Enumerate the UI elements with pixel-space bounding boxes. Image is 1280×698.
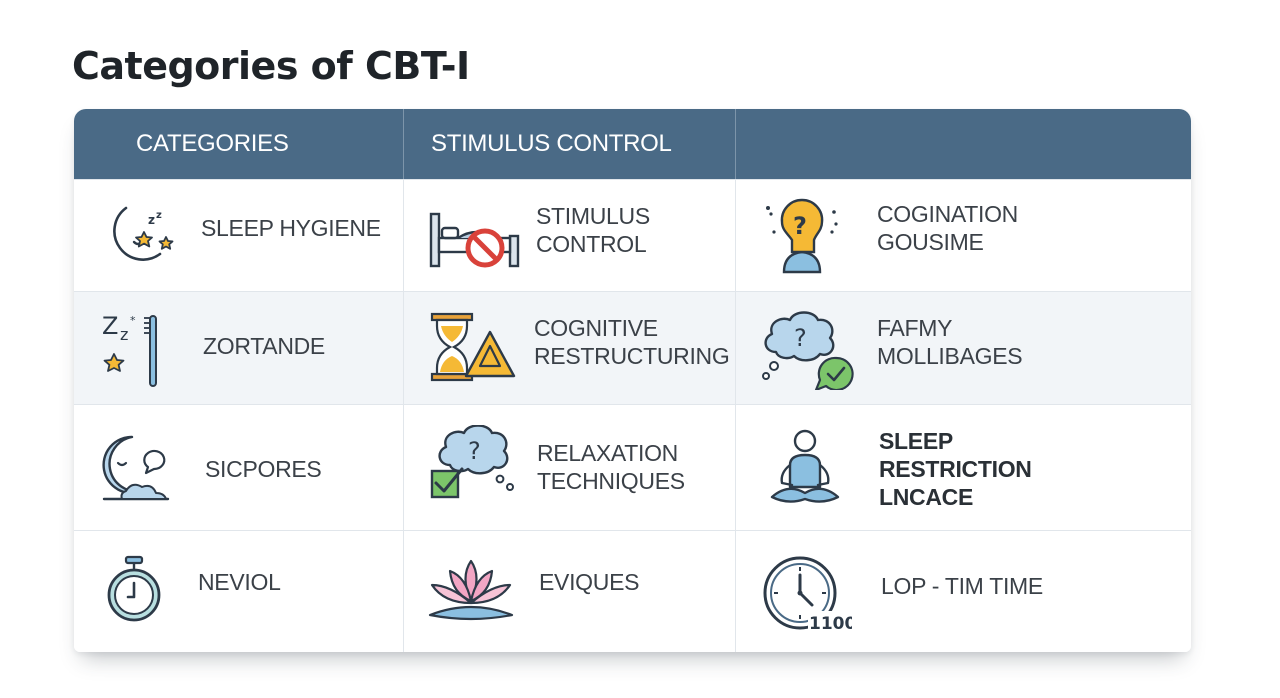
clock-time-icon: 1100 [762, 555, 852, 637]
table-row: z z SLEEP HYGIENE [74, 179, 1191, 291]
category-label: ZORTANDE [203, 333, 325, 359]
head-question-icon: ? [762, 196, 842, 274]
svg-text:z: z [156, 210, 162, 221]
category-label: COGINATION GOUSIME [877, 201, 1018, 255]
category-label: STIMULUS CONTROL [536, 203, 650, 257]
category-label: LOP - TIM TIME [881, 573, 1043, 599]
category-label: NEVIOL [198, 569, 281, 595]
table-cell: STIMULUS CONTROL [404, 180, 736, 291]
table-row: Z z * ZORTANDE [74, 291, 1191, 404]
table-cell: SLEEP RESTRICTION LNCACE [736, 405, 1191, 530]
category-label: EVIQUES [539, 569, 640, 595]
meditation-person-icon [768, 429, 842, 507]
hourglass-warning-icon [428, 310, 518, 384]
bed-no-icon [428, 208, 522, 274]
cbt-categories-table: CATEGORIES STIMULUS CONTROL z z [74, 109, 1191, 652]
table-cell: 1100 LOP - TIM TIME [736, 531, 1191, 652]
table-cell: ? RELAXATION TECHNIQUES [404, 405, 736, 530]
table-cell: ? FAFMY MOLLIBAGES [736, 292, 1191, 404]
thought-question-check-icon: ? [430, 425, 524, 505]
header-cell-empty [736, 109, 1191, 179]
svg-text:?: ? [793, 212, 807, 240]
table-cell: NEVIOL [74, 531, 404, 652]
table-cell: COGNITIVE RESTRUCTURING [404, 292, 736, 404]
page-title: Categories of CBT-I [72, 44, 470, 88]
svg-text:?: ? [468, 437, 481, 465]
svg-text:z: z [120, 325, 128, 344]
table-header-row: CATEGORIES STIMULUS CONTROL [74, 109, 1191, 179]
category-label: SLEEP RESTRICTION LNCACE [879, 428, 1032, 510]
category-label: SICPORES [205, 456, 322, 482]
svg-text:*: * [130, 314, 136, 327]
moon-stars-sleep-icon: z z [102, 202, 178, 270]
category-label: RELAXATION TECHNIQUES [537, 440, 685, 494]
table-cell: z z SLEEP HYGIENE [74, 180, 404, 291]
table-row: NEVIOL EVIQUES [74, 530, 1191, 652]
clock-icon-text: 1100 [809, 614, 852, 634]
header-label: STIMULUS CONTROL [431, 130, 672, 157]
zzz-toothbrush-icon: Z z * [100, 308, 166, 388]
table-cell: SICPORES [74, 405, 404, 530]
header-label: CATEGORIES [136, 130, 289, 157]
svg-text:Z: Z [102, 312, 118, 340]
category-label: COGNITIVE RESTRUCTURING [534, 315, 730, 369]
category-label: SLEEP HYGIENE [201, 215, 381, 241]
svg-text:z: z [148, 213, 155, 227]
header-cell-categories: CATEGORIES [74, 109, 404, 179]
table-cell: Z z * ZORTANDE [74, 292, 404, 404]
lotus-icon [426, 557, 516, 623]
table-row: SICPORES ? RELAXATION TECHNIQUES [74, 404, 1191, 530]
stopwatch-icon [104, 555, 164, 625]
table-cell: ? COGINATION GOUSIME [736, 180, 1191, 291]
svg-text:?: ? [794, 324, 807, 352]
moon-cloud-icon [102, 433, 172, 503]
header-cell-stimulus-control: STIMULUS CONTROL [404, 109, 736, 179]
thought-bubble-check-icon: ? [760, 308, 856, 390]
table-cell: EVIQUES [404, 531, 736, 652]
table-body: z z SLEEP HYGIENE [74, 179, 1191, 652]
category-label: FAFMY MOLLIBAGES [877, 315, 1023, 369]
